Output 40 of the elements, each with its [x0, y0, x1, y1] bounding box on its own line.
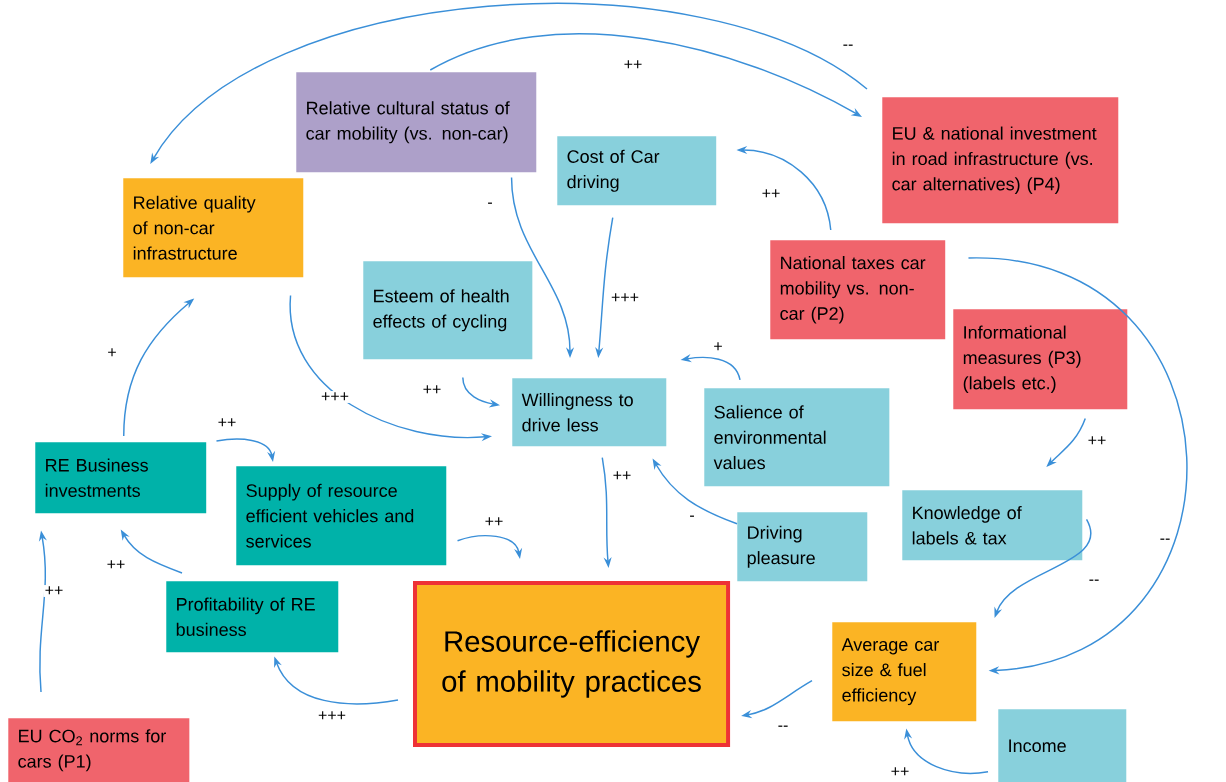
factor-box: Average car size & fuel efficiency	[832, 622, 977, 722]
factor-box: Cost of Car driving	[557, 136, 717, 206]
business-box: RE Business investments	[35, 442, 207, 514]
policy-box: Informational measures (P3) (labels etc.)	[953, 309, 1128, 410]
edge-label: --	[1087, 578, 1101, 586]
business-box: Profitability of RE business	[166, 581, 339, 653]
arrow	[967, 257, 1188, 675]
edge-label: ++	[105, 559, 127, 571]
edge-label: +++	[319, 391, 351, 403]
edge-label: +++	[609, 292, 641, 304]
factor-box: Salience of environmental values	[704, 388, 890, 487]
edge-label: --	[1158, 537, 1172, 545]
factor-box: Relative quality of non-car infrastructure	[123, 178, 304, 278]
edge-label: ++	[889, 766, 911, 778]
factor-box: Esteem of health effects of cycling	[363, 261, 533, 360]
factor-box: Willingness to drive less	[512, 378, 667, 447]
edge-label: -	[688, 514, 696, 522]
edge-label: --	[841, 43, 855, 51]
edge-label: ++	[611, 470, 633, 482]
factor-box: Relative cultural status of car mobility (vs. non-car)	[296, 72, 537, 173]
edge-label: -	[486, 201, 494, 209]
edge-label: ++	[216, 417, 238, 429]
edge-label: ++	[483, 516, 505, 528]
edge-label: ++	[1086, 435, 1108, 447]
edge-label: +++	[316, 710, 348, 722]
outcome-box: Resource-efficiency of mobility practices	[413, 581, 731, 747]
factor-box: Income	[998, 709, 1127, 782]
edge-label: ++	[622, 59, 644, 71]
factor-box: Driving pleasure	[737, 512, 868, 582]
edge-label: ++	[760, 188, 782, 200]
factor-box: Knowledge of labels & tax	[902, 490, 1083, 561]
edge-label: --	[776, 724, 790, 732]
policy-box: EU & national investment in road infrastructure (vs. car alternatives) (P4)	[882, 97, 1119, 224]
business-box: Supply of resource efficient vehicles and services	[236, 466, 447, 566]
edge-label: ++	[43, 585, 65, 597]
policy-box: National taxes car mobility vs. non-car (P2)	[770, 240, 946, 340]
edge-label: ++	[421, 384, 443, 396]
policy-box: EU CO$_{2}$ norms for cars (P1)	[8, 718, 190, 782]
edge-label: +	[712, 341, 724, 353]
edge-label: +	[106, 347, 118, 359]
